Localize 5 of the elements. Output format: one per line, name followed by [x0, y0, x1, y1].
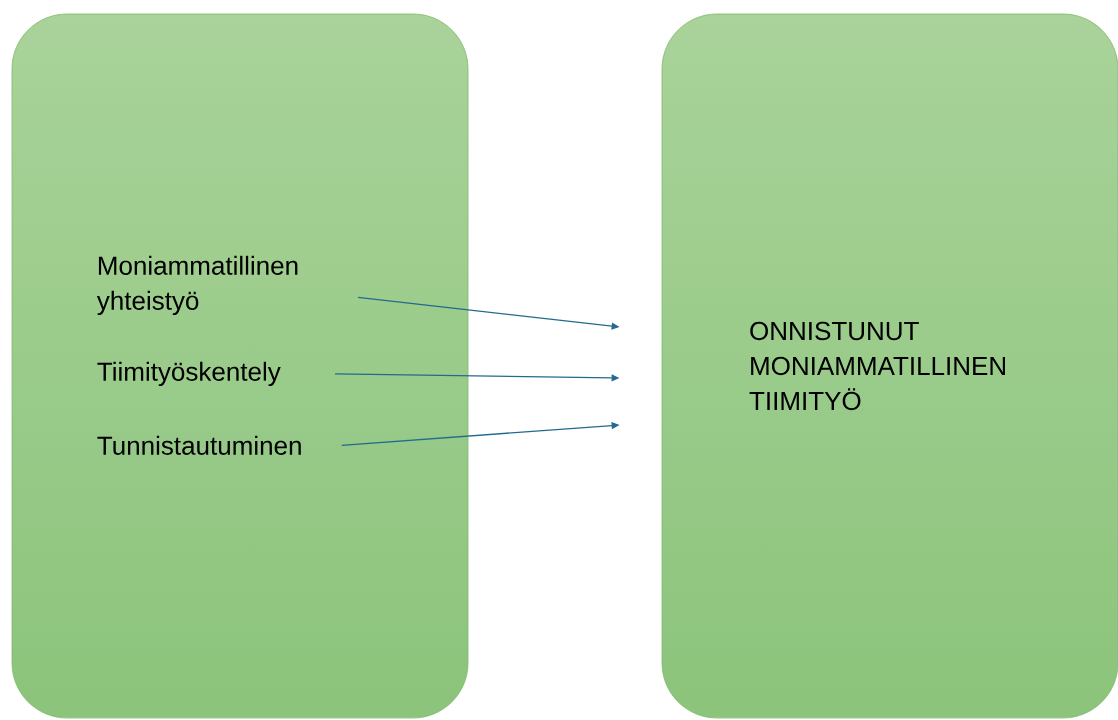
label-text: Tunnistautuminen	[97, 435, 301, 455]
label-text: Moniammatillinen yhteistyö	[96, 255, 298, 316]
label-text: Tiimityöskentely	[97, 361, 281, 387]
rounded-box: ONNISTUNUT MONIAMMATILLINEN TIIMITYÖ	[661, 13, 1118, 719]
rounded-box	[11, 13, 469, 719]
